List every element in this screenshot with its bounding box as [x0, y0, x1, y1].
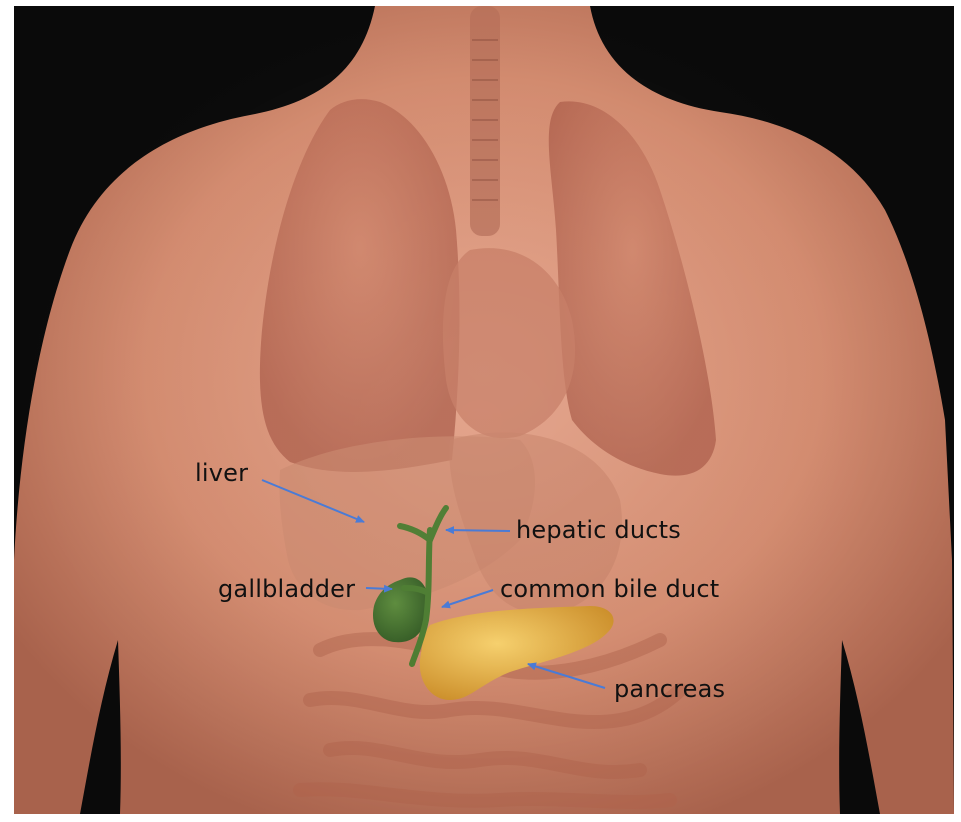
label-gallbladder: gallbladder: [218, 577, 355, 601]
label-liver: liver: [195, 461, 248, 485]
label-pancreas: pancreas: [614, 677, 725, 701]
label-common-bile-duct: common bile duct: [500, 577, 719, 601]
label-hepatic-ducts: hepatic ducts: [516, 518, 681, 542]
arrow-icon: [446, 530, 510, 531]
arrow-icon: [366, 588, 392, 589]
